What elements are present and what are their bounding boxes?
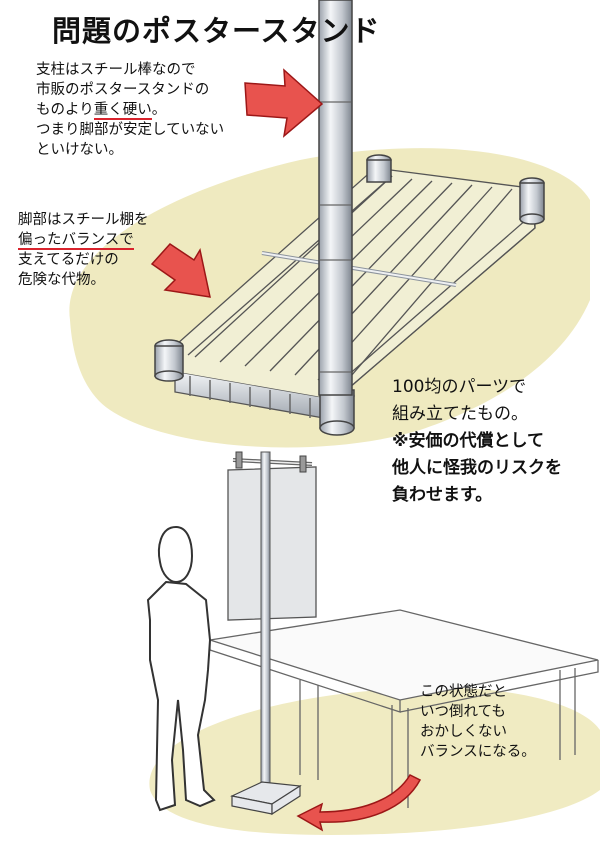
note-base-line-2: 偏ったバランスで — [18, 230, 149, 250]
note-pole-line-1: 支柱はスチール棒なので — [36, 62, 196, 78]
arrow-to-pole — [244, 68, 324, 138]
note-balance-line-1: この状態だと — [420, 684, 507, 700]
note-parts-line-1: 100均のパーツで — [392, 377, 527, 397]
corner-cups — [154, 154, 545, 436]
thin-pole — [260, 451, 271, 803]
person-silhouette — [146, 525, 216, 812]
note-pole-line-5: といけない。 — [36, 142, 123, 158]
note-base: 脚部はスチール棚を 偏ったバランスで 支えてるだけの 危険な代物。 — [18, 210, 149, 290]
arrow-curved — [296, 774, 422, 832]
page-title: 問題のポスタースタンド — [52, 14, 381, 48]
steel-pole — [318, 0, 353, 396]
note-pole-line-3: ものより重く硬い。 — [36, 102, 167, 120]
poster-board — [227, 466, 317, 621]
note-pole: 支柱はスチール棒なので 市販のポスタースタンドの ものより重く硬い。 つまり脚部… — [36, 60, 224, 160]
highlight-unbalanced: 偏ったバランスで — [18, 232, 134, 250]
note-parts-line-2: 組み立てたもの。 — [392, 404, 528, 424]
note-base-line-3: 支えてるだけの — [18, 252, 119, 268]
arrow-to-base — [150, 243, 211, 298]
note-pole-line-4: つまり脚部が安定していない — [36, 122, 225, 138]
small-base — [230, 781, 302, 816]
note-base-line-4: 危険な代物。 — [18, 272, 105, 288]
note-balance: この状態だと いつ倒れても おかしくない バランスになる。 — [420, 682, 536, 762]
note-parts: 100均のパーツで 組み立てたもの。 ※安価の代償として 他人に怪我のリスクを … — [392, 374, 562, 509]
highlight-heavy-hard: 重く硬い — [93, 102, 152, 120]
note-parts-line-5: 負わせます。 — [392, 485, 493, 505]
note-pole-line-2: 市販のポスタースタンドの — [36, 82, 210, 98]
note-balance-line-2: いつ倒れても — [420, 704, 506, 720]
note-balance-line-4: バランスになる。 — [420, 744, 536, 760]
note-balance-line-3: おかしくない — [420, 724, 507, 740]
note-parts-line-4: 他人に怪我のリスクを — [392, 458, 562, 478]
table — [209, 609, 599, 808]
note-parts-line-3: ※安価の代償として — [392, 431, 545, 451]
note-base-line-1: 脚部はスチール棚を — [18, 212, 149, 228]
